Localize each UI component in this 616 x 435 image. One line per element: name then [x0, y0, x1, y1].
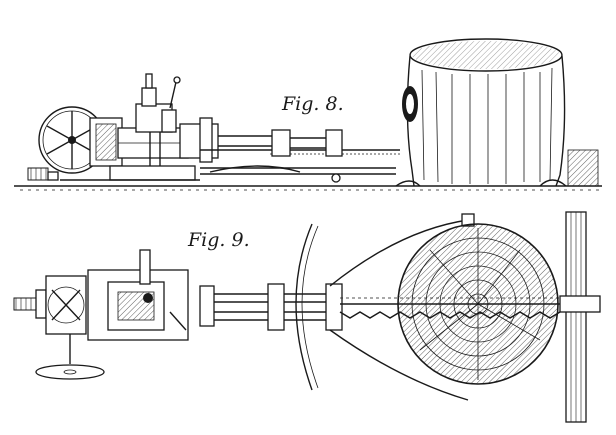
saw-frame-clamp-plan — [267, 283, 343, 331]
engine-frame — [60, 117, 200, 181]
crank-gearing — [13, 275, 87, 335]
ground-line — [14, 185, 602, 191]
log-cross-section — [397, 223, 559, 385]
figure-9-caption: Fig. 9. — [187, 229, 250, 251]
tree-stump — [402, 38, 566, 187]
stop-board — [559, 211, 601, 423]
steam-cylinder — [135, 73, 181, 166]
saw-frame-clamp — [271, 129, 343, 157]
figure-8-elevation: Fig. 8. — [14, 38, 602, 191]
drive-gear — [27, 167, 59, 181]
crosshead-guide — [179, 117, 272, 163]
swing-arc-arms — [295, 213, 475, 401]
stump-base — [395, 149, 599, 187]
engine-bed — [87, 249, 189, 341]
handwheel — [35, 334, 105, 380]
figure-8-caption: Fig. 8. — [281, 93, 344, 115]
figure-9-plan: Fig. 9. — [13, 211, 601, 423]
piston-rod — [200, 149, 400, 155]
carriage-rail — [200, 165, 396, 183]
